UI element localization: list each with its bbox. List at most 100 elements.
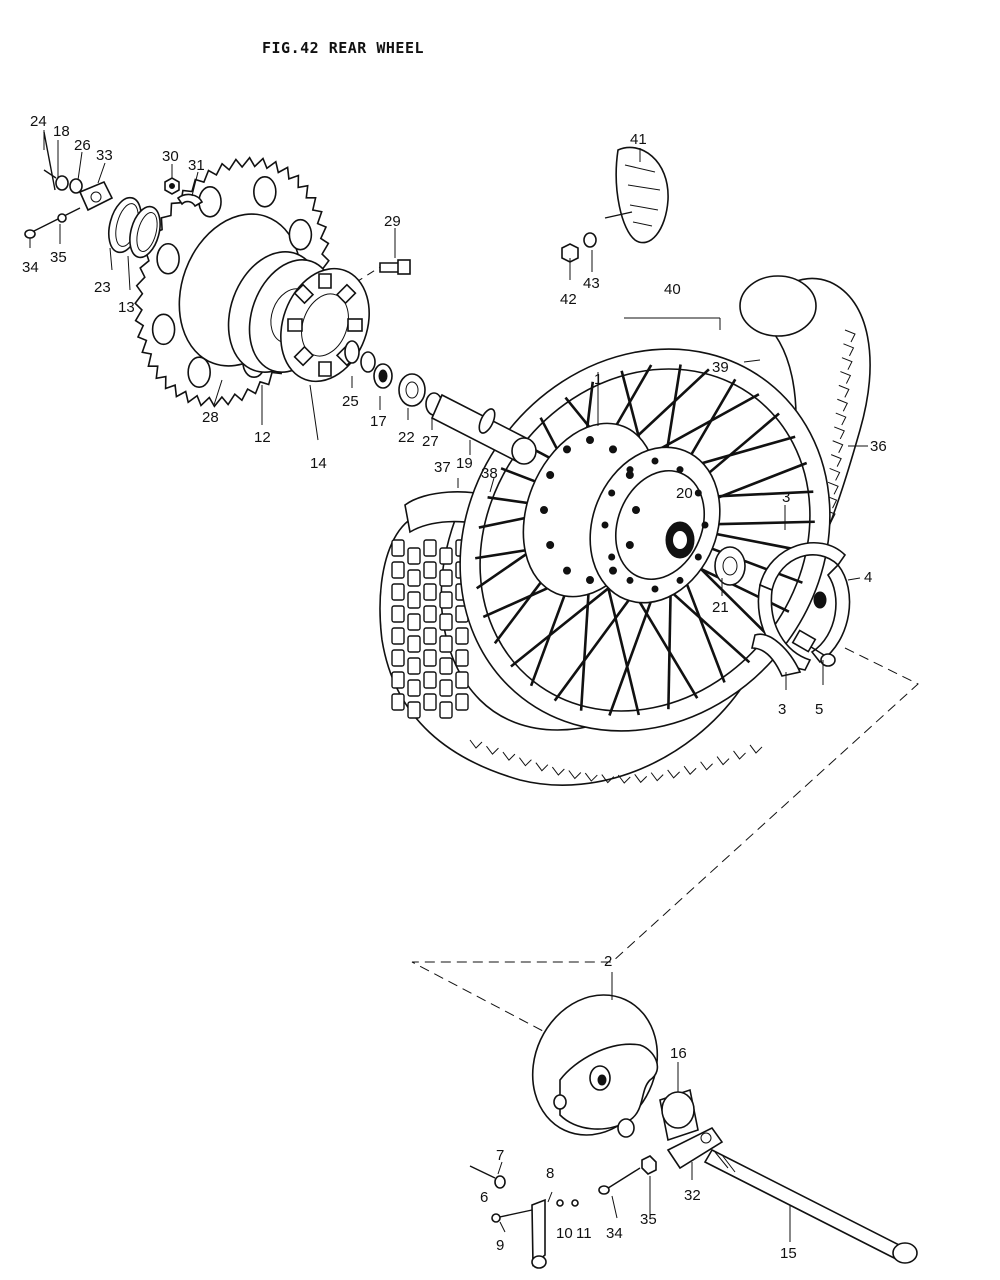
tread-block (439, 613, 453, 631)
nut-30 (164, 177, 180, 195)
callout-35-upper: 35 (50, 249, 67, 266)
callout-7: 7 (496, 1147, 504, 1164)
hub-hole (546, 471, 555, 479)
tread-mark (551, 766, 565, 776)
rear-axle-15 (703, 1148, 918, 1264)
callout-43: 43 (583, 275, 600, 292)
tread-mark (634, 774, 648, 784)
callout-26: 26 (74, 137, 91, 154)
callout-32: 32 (684, 1187, 701, 1204)
callout-19: 19 (456, 455, 473, 472)
spoke (682, 574, 726, 683)
tread-mark (519, 757, 532, 767)
tread-mark (700, 761, 713, 771)
cushion-blocks (287, 273, 363, 377)
tread-block (391, 539, 405, 557)
callout-11: 11 (576, 1225, 592, 1242)
hub-hole (609, 566, 617, 575)
hub-hole (609, 445, 617, 454)
nut-42-washer-43 (561, 232, 597, 263)
tread-block (423, 561, 437, 579)
tread-mark (837, 398, 848, 412)
cushion-block (318, 273, 332, 289)
tread-mark (840, 371, 852, 384)
cushion-block (347, 318, 363, 332)
spoke (667, 582, 673, 710)
tread-block (391, 605, 405, 623)
tread-block (407, 591, 421, 609)
callout-25: 25 (342, 393, 359, 410)
hub-hole (694, 553, 702, 561)
tread-mark (844, 329, 856, 343)
chain-adjuster-33 (78, 180, 114, 212)
wheel-spacer-19 (430, 393, 537, 465)
cushion-block (293, 345, 315, 367)
callout-17: 17 (370, 413, 387, 430)
callout-3-upper: 3 (782, 489, 790, 506)
hub-hole (546, 541, 555, 549)
callout-labels: 24 18 26 33 30 31 29 41 42 43 40 39 36 3… (22, 113, 887, 1262)
tread-block (407, 547, 421, 565)
callout-21: 21 (712, 599, 729, 616)
bolt-34-nut-35-lower (598, 1155, 657, 1195)
sprocket-hole (151, 313, 176, 346)
brake-cam-lever (491, 1198, 579, 1269)
tread-block (423, 627, 437, 645)
figure-title: FIG.42 REAR WHEEL (262, 39, 424, 57)
tread-block (391, 649, 405, 667)
sprocket-hole (288, 218, 313, 251)
callout-38: 38 (481, 465, 498, 482)
tread-block (407, 701, 421, 719)
lock-washer-31 (176, 193, 204, 208)
callout-34-upper: 34 (22, 259, 39, 276)
callout-41: 41 (630, 131, 647, 148)
tread-mark (486, 745, 499, 755)
tread-block (391, 561, 405, 579)
callout-4: 4 (864, 569, 872, 586)
tread-block (439, 591, 453, 609)
callout-14: 14 (310, 455, 327, 472)
hub-spoke-holes (540, 436, 709, 593)
tread-block (407, 613, 421, 631)
hub-hole (701, 521, 709, 529)
tread-mark (683, 765, 697, 775)
tread-mark (841, 357, 853, 370)
callout-35-lower: 35 (640, 1211, 657, 1228)
tread-mark (650, 772, 664, 782)
callout-13: 13 (118, 299, 135, 316)
tread-block (407, 657, 421, 675)
hub-hole (540, 506, 548, 514)
callout-1: 1 (594, 371, 602, 388)
hub-hole (586, 436, 594, 444)
hub-hole (563, 445, 571, 454)
sprocket-hole (156, 242, 180, 275)
wheel-bearing-21 (714, 546, 746, 586)
tread-block (423, 539, 437, 557)
tread-block (423, 671, 437, 689)
spoke (692, 560, 772, 640)
tread-mark (834, 426, 845, 440)
tread-block (455, 649, 469, 667)
callout-16: 16 (670, 1045, 687, 1062)
hub-hole (586, 576, 594, 584)
callout-8: 8 (546, 1165, 554, 1182)
chain-guard-41 (604, 146, 669, 244)
callout-30: 30 (162, 148, 179, 165)
cushion-block (287, 318, 303, 332)
callout-2: 2 (604, 953, 612, 970)
tread-mark (535, 762, 549, 772)
cushion-block (318, 361, 332, 377)
callout-15: 15 (780, 1245, 797, 1262)
tread-block (391, 627, 405, 645)
callout-34-lower: 34 (606, 1225, 623, 1242)
callout-22: 22 (398, 429, 415, 446)
callout-23: 23 (94, 279, 111, 296)
tread-mark (584, 772, 598, 782)
callout-12: 12 (254, 429, 271, 446)
bolt-34-nut-35-upper (24, 207, 81, 239)
tread-block (407, 569, 421, 587)
tread-block (455, 693, 469, 711)
bolt-29 (379, 259, 411, 275)
callout-40: 40 (664, 281, 681, 298)
tread-block (455, 627, 469, 645)
